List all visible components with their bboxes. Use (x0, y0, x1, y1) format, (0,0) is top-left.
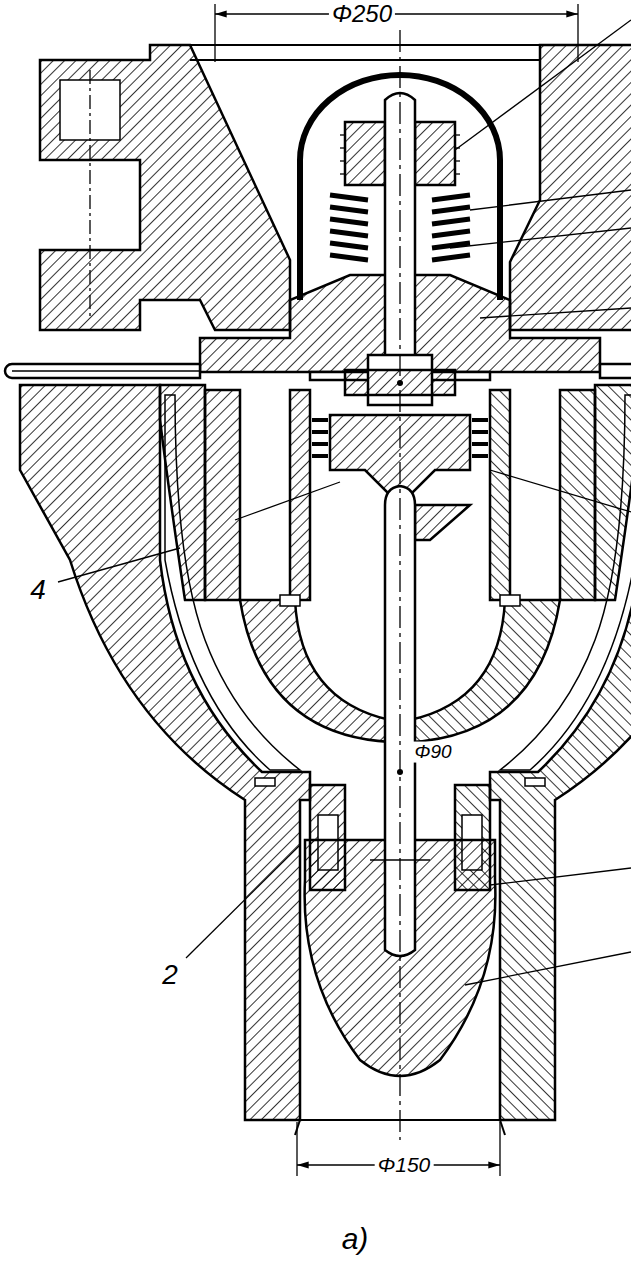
callout-number: 4 (27, 575, 49, 606)
callout-number: 2 (159, 960, 181, 991)
figure-caption: a) (339, 1222, 372, 1255)
dimension-label: Φ150 (375, 1153, 434, 1176)
dimension-label: Φ250 (329, 1, 395, 27)
dimension-label: Φ90 (411, 742, 454, 763)
